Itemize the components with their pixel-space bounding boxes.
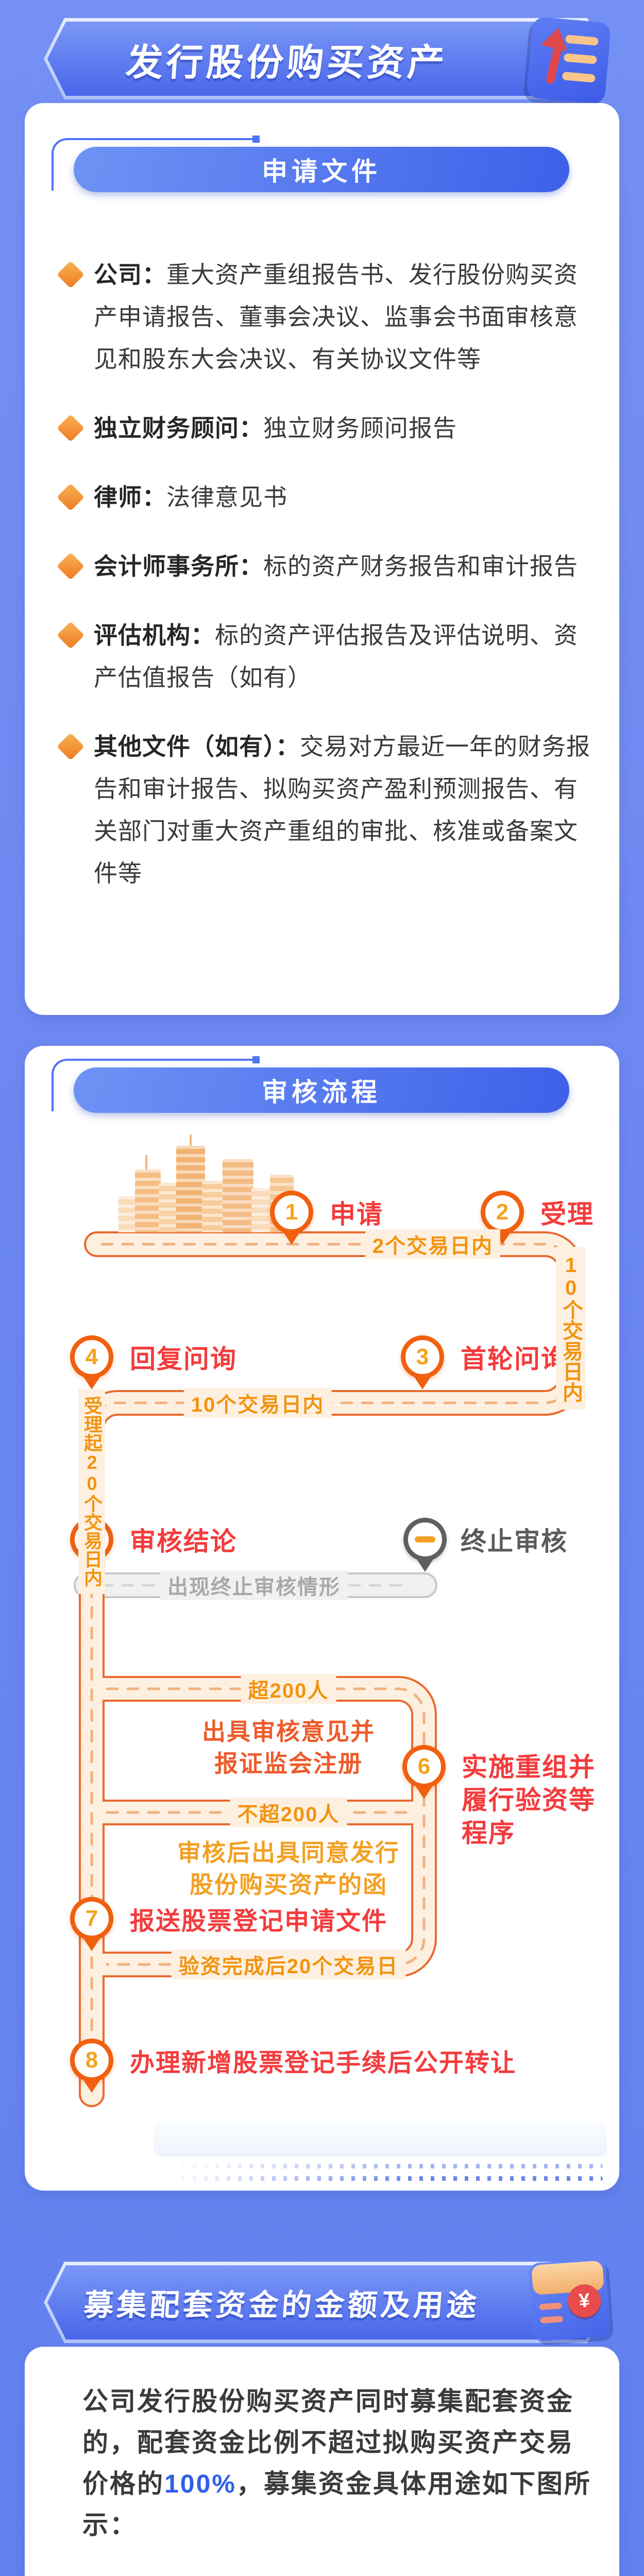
funds-banner: 募集配套资金的金额及用途: [44, 2262, 608, 2343]
highlight-100-percent: 100%: [164, 2469, 236, 2498]
road-label-10-days-vertical: 10个交易日内: [556, 1247, 586, 1410]
page-title: 发行股份购买资产: [125, 42, 449, 83]
step-label-first-inquiry: 首轮问询: [461, 1345, 568, 1374]
list-item: 会计师事务所：标的资产财务报告和审计报告: [57, 545, 592, 587]
funds-card: 公司发行股份购买资产同时募集配套资金的，配套资金比例不超过拟购买资产交易价格的1…: [25, 2347, 619, 2576]
step-label-accept: 受理: [540, 1200, 594, 1229]
step-label-reply-inquiry: 回复问询: [130, 1345, 237, 1374]
paragraph-text: ，募集资金具体用途如下图所示：: [82, 2469, 591, 2539]
road-label-after-capital-check: 验资完成后20个交易日: [171, 1950, 406, 1979]
step-number: 3: [401, 1335, 444, 1379]
paragraph-text: 公司发行股份购买资产同时募集配套资金的，配套资金比例不超过拟购买资产交易价格的: [82, 2387, 574, 2498]
diamond-bullet-icon: [57, 261, 84, 289]
wallet-yen-icon: ¥: [528, 2258, 611, 2342]
item-body: 法律意见书: [166, 484, 287, 511]
header-banner-inner: 发行股份购买资产: [47, 22, 604, 96]
documents-list: 公司：重大资产重组报告书、发行股份购买资产申请报告、董事会决议、监事会书面审核意…: [57, 253, 592, 894]
road-label-terminate-case: 出现终止审核情形: [160, 1570, 348, 1600]
step-number: 8: [70, 2039, 113, 2082]
note-under-200: 审核后出具同意发行 股份购买资产的函: [177, 1839, 400, 1898]
documents-heading-pill: 申请文件: [74, 147, 569, 192]
funds-paragraph: 公司发行股份购买资产同时募集配套资金的，配套资金比例不超过拟购买资产交易价格的1…: [82, 2381, 598, 2546]
soft-band-decoration: [154, 2121, 607, 2157]
diamond-bullet-icon: [57, 414, 84, 442]
step-label-apply: 申请: [330, 1200, 383, 1229]
item-prefix: 公司：: [94, 261, 166, 288]
list-item: 评估机构：标的资产评估报告及评估说明、资产估值报告（如有）: [57, 614, 592, 699]
step-number: 7: [70, 1897, 113, 1940]
item-body: 独立财务顾问报告: [263, 415, 457, 442]
documents-card: 申请文件 公司：重大资产重组报告书、发行股份购买资产申请报告、董事会决议、监事会…: [25, 103, 619, 1015]
process-heading-pill: 审核流程: [74, 1067, 569, 1113]
step-pin-3: 3: [401, 1335, 444, 1392]
step-number: 4: [70, 1335, 113, 1379]
terminate-label: 终止审核: [461, 1527, 568, 1556]
note-over-200: 出具审核意见并 报证监会注册: [202, 1718, 375, 1777]
item-prefix: 会计师事务所：: [94, 553, 263, 580]
funds-title: 募集配套资金的金额及用途: [82, 2289, 481, 2322]
step-label-registration-docs: 报送股票登记申请文件: [130, 1908, 388, 1935]
minus-icon: [415, 1536, 435, 1543]
step-number: 6: [402, 1745, 446, 1788]
list-item: 律师：法律意见书: [57, 476, 592, 518]
item-body: 交易对方最近一年的财务报告和审计报告、拟购买资产盈利预测报告、有关部门对重大资产…: [94, 733, 590, 887]
header-banner: 发行股份购买资产: [44, 18, 608, 99]
terminate-pin: [403, 1518, 447, 1574]
step-pin-2: 2: [481, 1191, 524, 1247]
road-label-over-200: 超200人: [241, 1674, 336, 1704]
item-prefix: 其他文件（如有）：: [94, 733, 300, 760]
document-arrow-up-icon: [526, 16, 612, 105]
diamond-bullet-icon: [57, 733, 84, 760]
diamond-bullet-icon: [57, 621, 84, 649]
step-pin-6: 6: [402, 1745, 446, 1802]
step-pin-4: 4: [70, 1335, 113, 1392]
step-label-implement: 实施重组并 履行验资等 程序: [462, 1753, 596, 1848]
list-item: 独立财务顾问：独立财务顾问报告: [57, 407, 592, 449]
road-path-graphic: [74, 1231, 584, 2107]
list-item: 公司：重大资产重组报告书、发行股份购买资产申请报告、董事会决议、监事会书面审核意…: [57, 253, 592, 380]
step-label-conclusion: 审核结论: [130, 1527, 237, 1556]
process-heading: 审核流程: [262, 1078, 381, 1107]
item-body: 重大资产重组报告书、发行股份购买资产申请报告、董事会决议、监事会书面审核意见和股…: [94, 261, 578, 372]
step-number: 2: [481, 1191, 524, 1234]
item-body: 标的资产财务报告和审计报告: [263, 553, 578, 580]
pill-decoration: [52, 135, 260, 191]
road-label-10-days: 10个交易日内: [183, 1388, 332, 1418]
road-label-20-days-vertical: 受理起20个交易日内: [78, 1389, 105, 1594]
step-pin-8: 8: [70, 2039, 113, 2095]
dots-decoration: [170, 2176, 603, 2181]
step-pin-1: 1: [270, 1191, 313, 1247]
pill-decoration: [52, 1056, 260, 1111]
documents-heading: 申请文件: [262, 157, 381, 186]
city-skyline-illustration: [118, 1134, 294, 1232]
process-flowchart: 1 2 3 4 5 6 7 8: [25, 1046, 619, 2191]
road-label-2-days: 2个交易日内: [365, 1229, 501, 1259]
list-item: 其他文件（如有）：交易对方最近一年的财务报告和审计报告、拟购买资产盈利预测报告、…: [57, 725, 592, 894]
diamond-bullet-icon: [57, 483, 84, 511]
funds-banner-inner: 募集配套资金的金额及用途: [47, 2265, 604, 2340]
item-prefix: 独立财务顾问：: [94, 415, 263, 442]
step-number: 1: [270, 1191, 313, 1234]
dots-decoration: [170, 2164, 603, 2168]
item-prefix: 律师：: [94, 484, 166, 511]
item-prefix: 评估机构：: [94, 622, 215, 649]
item-body: 标的资产评估报告及评估说明、资产估值报告（如有）: [94, 622, 578, 691]
process-card: 审核流程: [25, 1046, 619, 2191]
step-pin-7: 7: [70, 1897, 113, 1954]
step-label-public-transfer: 办理新增股票登记手续后公开转让: [130, 2049, 517, 2077]
diamond-bullet-icon: [57, 552, 84, 580]
road-label-under-200: 不超200人: [230, 1798, 347, 1827]
